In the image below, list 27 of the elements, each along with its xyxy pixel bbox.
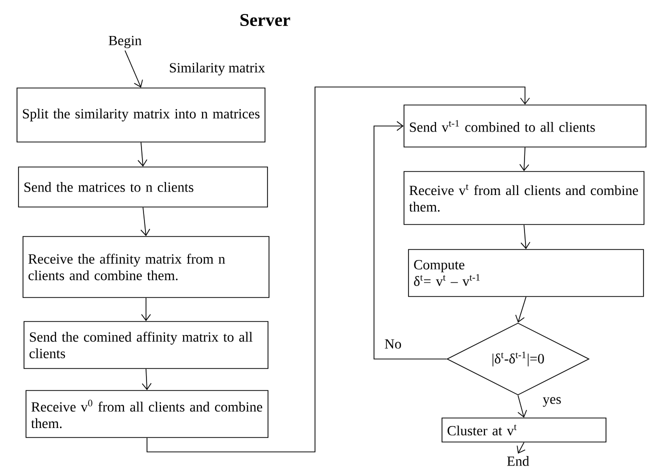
arrow xyxy=(146,86,530,452)
terminal-label: Begin xyxy=(108,36,142,48)
edge-label: yes xyxy=(542,396,562,408)
process-box: Send v$^{t-1}$ combined to all clients xyxy=(404,104,646,148)
arrow xyxy=(142,368,152,390)
title: Server xyxy=(240,14,290,26)
process-box: Send the comined affinity matrix to all clients xyxy=(24,321,268,369)
terminal-label: End xyxy=(507,456,530,466)
process-box: Receive the affinity matrix from n clients and combine them. xyxy=(22,236,270,298)
process-box: Cluster at v$^{t}$ xyxy=(442,418,606,442)
arrow xyxy=(516,442,526,454)
edge-label: Similarity matrix xyxy=(168,62,266,76)
arrow xyxy=(515,296,526,323)
arrow xyxy=(374,121,447,360)
arrow xyxy=(141,298,151,322)
process-box: Send the matrices to n clients xyxy=(18,166,268,208)
arrow xyxy=(518,395,527,418)
process-box: Split the similarity matrix into n matrices xyxy=(16,88,266,142)
process-box: Receive v$^{t}$ from all clients and combine them. xyxy=(404,171,644,225)
process-box: Receive v$^{0}$ from all clients and combine them. xyxy=(26,390,268,438)
arrow xyxy=(519,147,530,172)
arrow xyxy=(140,207,150,236)
edge-label: No xyxy=(383,338,403,350)
arrow xyxy=(124,50,143,88)
arrow xyxy=(138,142,148,167)
arrow xyxy=(520,224,530,250)
process-box: Compute δ$^{t}$= v$^{t}$ – v$^{t-1}$ xyxy=(408,249,644,297)
